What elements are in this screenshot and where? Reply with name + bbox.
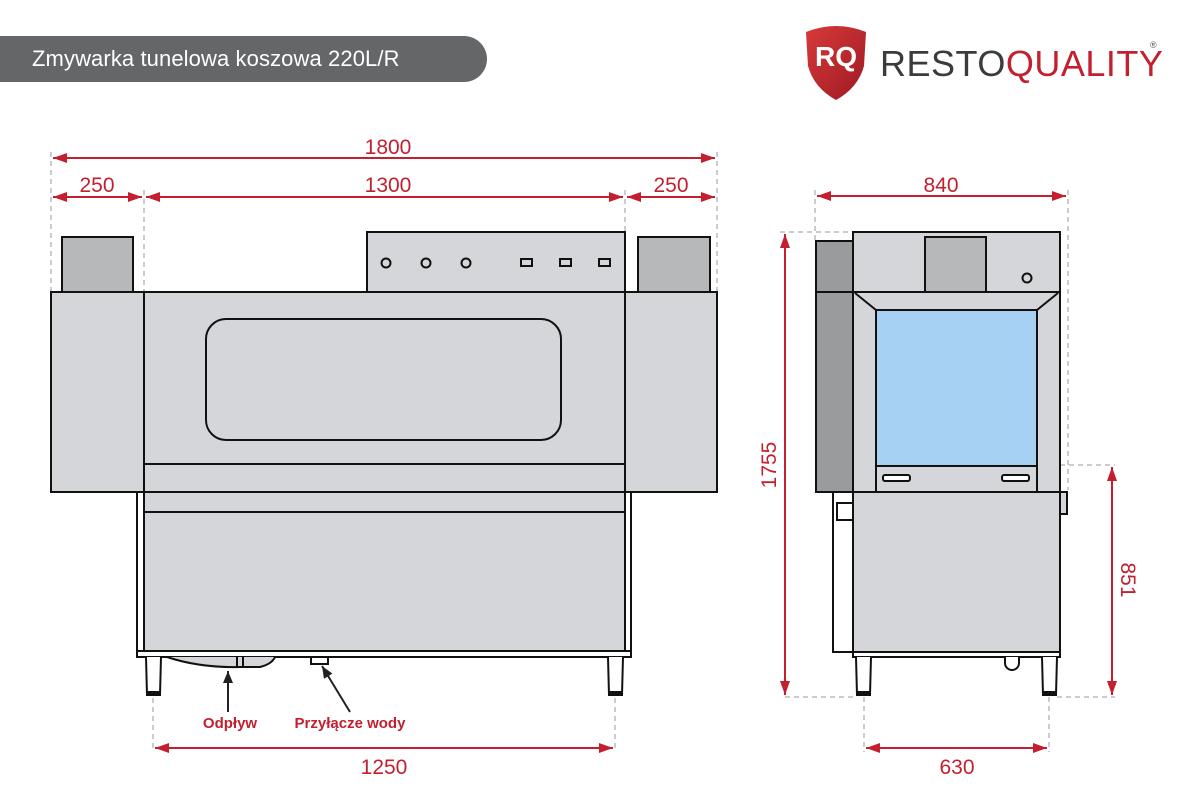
left-wing <box>50 291 145 493</box>
side-indicator <box>1021 272 1033 284</box>
door-handle-right <box>1001 474 1030 482</box>
logo-word-resto: RESTO <box>880 43 1006 84</box>
water-inlet <box>310 656 329 665</box>
control-buttons <box>380 257 611 269</box>
side-drain <box>1004 657 1020 671</box>
right-hood <box>637 236 711 293</box>
door-window <box>875 309 1038 467</box>
dim-label-left-module: 250 <box>79 174 114 197</box>
side-lower-cabinet <box>852 491 1061 654</box>
left-hood <box>61 236 134 293</box>
front-extension-lines <box>50 152 718 752</box>
inspection-door <box>205 318 562 441</box>
round-button-1 <box>380 257 392 269</box>
water-callout-arrow <box>321 665 351 713</box>
front-leg-left <box>145 656 162 696</box>
drain-callout-label: Odpływ <box>203 715 258 732</box>
control-panel <box>366 231 626 293</box>
water-callout-label: Przyłącze wody <box>295 715 407 732</box>
dim-label-side-leg-span: 630 <box>939 756 974 779</box>
logo-badge-text: RQ <box>815 41 857 72</box>
dim-label-total-width: 1800 <box>365 136 412 159</box>
indicator-2 <box>559 258 572 267</box>
indicator-1 <box>520 258 533 267</box>
door-handle-left <box>882 474 911 482</box>
registered-mark: ® <box>1150 40 1157 50</box>
round-button-3 <box>460 257 472 269</box>
front-leg-right <box>607 656 624 696</box>
side-view: 840 1755 851 630 <box>758 174 1139 779</box>
dim-label-center-module: 1300 <box>365 174 412 197</box>
logo-word-quality: QUALITY <box>1005 43 1164 84</box>
base-plinth <box>136 650 632 658</box>
rear-connector <box>836 502 854 521</box>
logo-wordmark: RESTOQUALITY <box>880 43 1163 85</box>
right-wing <box>624 291 718 493</box>
restoquality-logo: RQ RESTOQUALITY ® <box>800 22 1180 102</box>
side-leg-right <box>1041 656 1058 696</box>
side-bracket <box>1059 491 1068 515</box>
page-title: Zmywarka tunelowa koszowa 220L/R <box>32 46 400 71</box>
side-extension-lines <box>780 190 1115 752</box>
base-cabinet <box>143 491 626 653</box>
dim-label-right-module: 250 <box>653 174 688 197</box>
side-leg-left <box>855 656 872 696</box>
side-plinth <box>852 651 1061 658</box>
front-view: 1800 250 1300 250 1250 <box>50 136 718 779</box>
drain-outlet <box>166 656 276 669</box>
indicator-3 <box>598 258 611 267</box>
round-button-2 <box>420 257 432 269</box>
side-top-hood <box>924 236 987 293</box>
side-hood <box>815 240 855 293</box>
dim-label-work-height: 851 <box>1116 562 1139 597</box>
dim-label-leg-span: 1250 <box>361 756 408 779</box>
dim-label-depth: 840 <box>923 174 958 197</box>
dim-label-height: 1755 <box>758 442 781 489</box>
title-banner: Zmywarka tunelowa koszowa 220L/R <box>0 36 487 82</box>
side-panel <box>815 291 855 493</box>
shield-icon: RQ <box>806 26 866 100</box>
